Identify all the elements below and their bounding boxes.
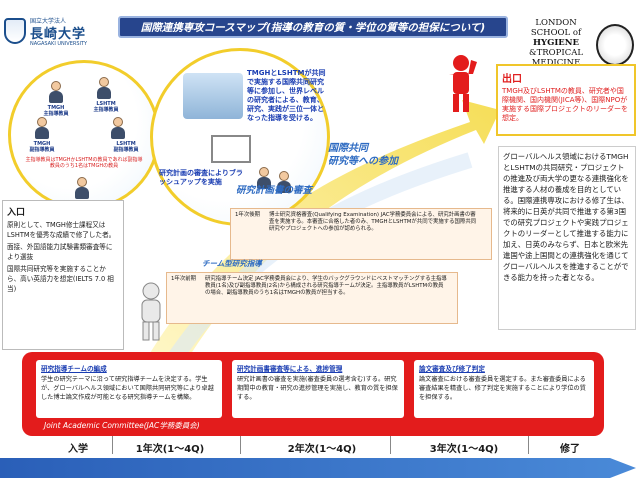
exit-description: TMGH及びLSHTMの教員、研究者や国際機関、国内機関(JICA等)、国際NP…: [502, 87, 628, 122]
jac-panel-body: 研究計画書の審査を実施(審査委員の選考含む)する。研究期間中の教育・研究の進捗管…: [237, 376, 398, 401]
audience-person-icon: [277, 171, 291, 193]
entrance-requirement: 原則として、TMGH修士課程又はLSHTMを優秀な成績で修了した者。: [7, 221, 116, 239]
nagasaki-small-label: 国立大学法人: [30, 18, 67, 25]
exit-box: 出口 TMGH及びLSHTMの教員、研究者や国際機関、国内機関(JICA等)、国…: [496, 64, 636, 136]
timeline-year1: 1年次(1〜4Q): [135, 444, 205, 455]
plan-review-title: 研究計画書の審査: [236, 185, 313, 196]
nagasaki-university-logo: 国立大学法人 長崎大学 NAGASAKI UNIVERSITY: [4, 14, 104, 54]
tmgh-main-supervisor-icon: [49, 81, 63, 103]
jac-panel-body: 学生の研究テーマに沿って研究指導チームを決定する。学生が、グローバルヘルス領域に…: [41, 376, 214, 401]
team-guidance-title: チーム型研究指導: [202, 259, 262, 268]
timeline-divider: [112, 436, 113, 454]
timeline-divider: [240, 436, 241, 454]
jac-panel-body: 論文審査における審査委員を選定する。また審査委員による審査結果を精査し、修了判定…: [419, 376, 586, 401]
timeline-entry: 入学: [68, 444, 88, 455]
lshtm-logo-text: LONDON SCHOOL of HYGIENE &TROPICAL MEDIC…: [529, 18, 583, 68]
timeline-graduation: 修了: [560, 444, 580, 455]
jac-panel-heading: 論文審査及び修了判定: [419, 365, 485, 373]
nagasaki-crest-icon: [4, 18, 26, 44]
timeline-arrow-bar: [0, 458, 636, 478]
timeline-year3: 3年次(1〜4Q): [429, 444, 499, 455]
entrance-box: 入口 原則として、TMGH修士課程又はLSHTMを優秀な成績で修了した者。 面接…: [2, 200, 124, 350]
page-title: 国際連携専攻コースマップ(指導の教育の質・学位の質等の担保について): [140, 21, 486, 34]
team-guidance-text: 研究指導チーム決定 JAC学務委員会により、学生のバックグラウンドにベストマッチ…: [205, 276, 447, 296]
research-join-line2: 研究等への参加: [328, 156, 398, 167]
entrance-english-level: 国際共同研究等を実施することから、高い英語力を想定(IELTS 7.0 相当): [7, 265, 114, 293]
graduate-figure-icon: [449, 55, 477, 112]
supervisor-note: 主指導教員はTMGHかLSHTMの教員であれば副指導教員のうち1名はTMGHの教…: [25, 157, 143, 169]
jac-committee-box: 研究指導チームの編成 学生の研究テーマに沿って研究指導チームを決定する。学生が、…: [22, 352, 604, 436]
student-desk-icon: [75, 177, 89, 199]
timeline-divider: [528, 436, 529, 454]
jac-panel-team-formation: 研究指導チームの編成 学生の研究テーマに沿って研究指導チームを決定する。学生が、…: [36, 360, 222, 418]
lshtm-sub-supervisor-icon: [111, 117, 125, 139]
lshtm-main-supervisor-icon: [97, 77, 111, 99]
nagasaki-name: 長崎大学: [30, 27, 87, 42]
research-activity-circle: TMGHとLSHTMが共同で実施する国際共同研究等に参加し、世界レベルの研究者に…: [150, 48, 330, 226]
lshtm-crest-icon: [596, 24, 634, 66]
entrance-selection: 面接、外国語能力試験書類審査等により選抜: [7, 243, 113, 261]
audience-person-icon: [257, 167, 271, 189]
jac-panel-progress-management: 研究計画書審査等による、進捗管理 研究計画書の審査を実施(審査委員の選考含む)す…: [232, 360, 404, 418]
plan-review-detail: 1年次後期 博士研究資格審査(Qualifying Examination) JA…: [230, 208, 492, 260]
presentation-board-icon: [211, 135, 251, 163]
jac-committee-label: Joint Academic Committee(JAC学務委員会): [44, 421, 200, 430]
lshtm-logo: LONDON SCHOOL of HYGIENE &TROPICAL MEDIC…: [520, 18, 636, 80]
tmgh-sub-supervisor-icon: [35, 117, 49, 139]
nagasaki-english-name: NAGASAKI UNIVERSITY: [30, 41, 88, 47]
research-join-line1: 国際共同: [328, 143, 368, 154]
team-guidance-year: 1年次前期: [171, 276, 196, 282]
jac-panel-heading: 研究指導チームの編成: [41, 365, 107, 373]
global-health-description: グローバルヘルス領域におけるTMGHとLSHTMの共同研究・プロジェクトの推進及…: [498, 146, 636, 330]
student-figure-icon: [141, 282, 161, 341]
title-bar: 国際連携専攻コースマップ(指導の教育の質・学位の質等の担保について): [118, 16, 508, 38]
research-join-label: 国際共同 研究等への参加: [328, 142, 468, 168]
timeline-year2: 2年次(1〜4Q): [287, 444, 357, 455]
team-guidance-detail: 1年次前期 研究指導チーム決定 JAC学務委員会により、学生のバックグラウンドにベ…: [166, 272, 458, 324]
exit-heading: 出口: [502, 74, 522, 85]
timeline: [0, 436, 640, 456]
timeline-divider: [390, 436, 391, 454]
entrance-heading: 入口: [7, 208, 26, 218]
jac-panel-heading: 研究計画書審査等による、進捗管理: [237, 365, 343, 373]
jac-panel-thesis-review: 論文審査及び修了判定 論文審査における審査委員を選定する。また審査委員による審査…: [414, 360, 594, 418]
plan-brushup-callout: 研究計画の審査によりブラッシュアップを実施: [159, 169, 243, 186]
plan-review-year: 1年次後期: [235, 212, 260, 218]
joint-research-callout: TMGHとLSHTMが共同で実施する国際共同研究等に参加し、世界レベルの研究者に…: [247, 69, 326, 122]
laboratory-image: [183, 73, 243, 119]
plan-review-text: 博士研究資格審査(Qualifying Examination) JAC学務委員…: [269, 212, 477, 232]
